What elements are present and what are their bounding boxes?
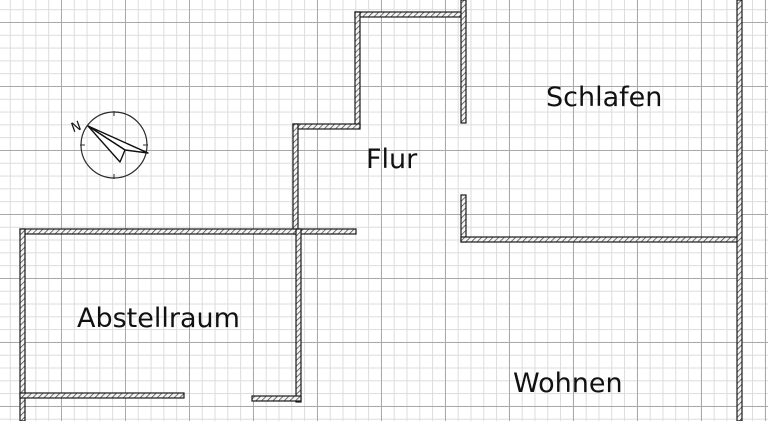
wall[interactable] [354, 11, 467, 18]
wall[interactable] [736, 0, 743, 421]
wall[interactable] [251, 395, 302, 402]
room-label-schlafen[interactable]: Schlafen [546, 82, 663, 113]
wall[interactable] [19, 228, 357, 235]
wall[interactable] [292, 123, 299, 235]
wall[interactable] [295, 228, 302, 403]
wall[interactable] [460, 236, 742, 243]
wall[interactable] [292, 123, 361, 130]
north-arrow-icon: N [70, 111, 149, 179]
wall[interactable] [19, 228, 26, 421]
wall[interactable] [460, 0, 467, 124]
compass-north-letter: N [70, 119, 84, 136]
room-label-wohnen[interactable]: Wohnen [513, 368, 623, 399]
wall[interactable] [354, 11, 361, 129]
wall[interactable] [460, 194, 467, 243]
room-label-abstellraum[interactable]: Abstellraum [77, 303, 240, 334]
wall[interactable] [19, 392, 185, 399]
room-label-flur[interactable]: Flur [366, 144, 418, 175]
